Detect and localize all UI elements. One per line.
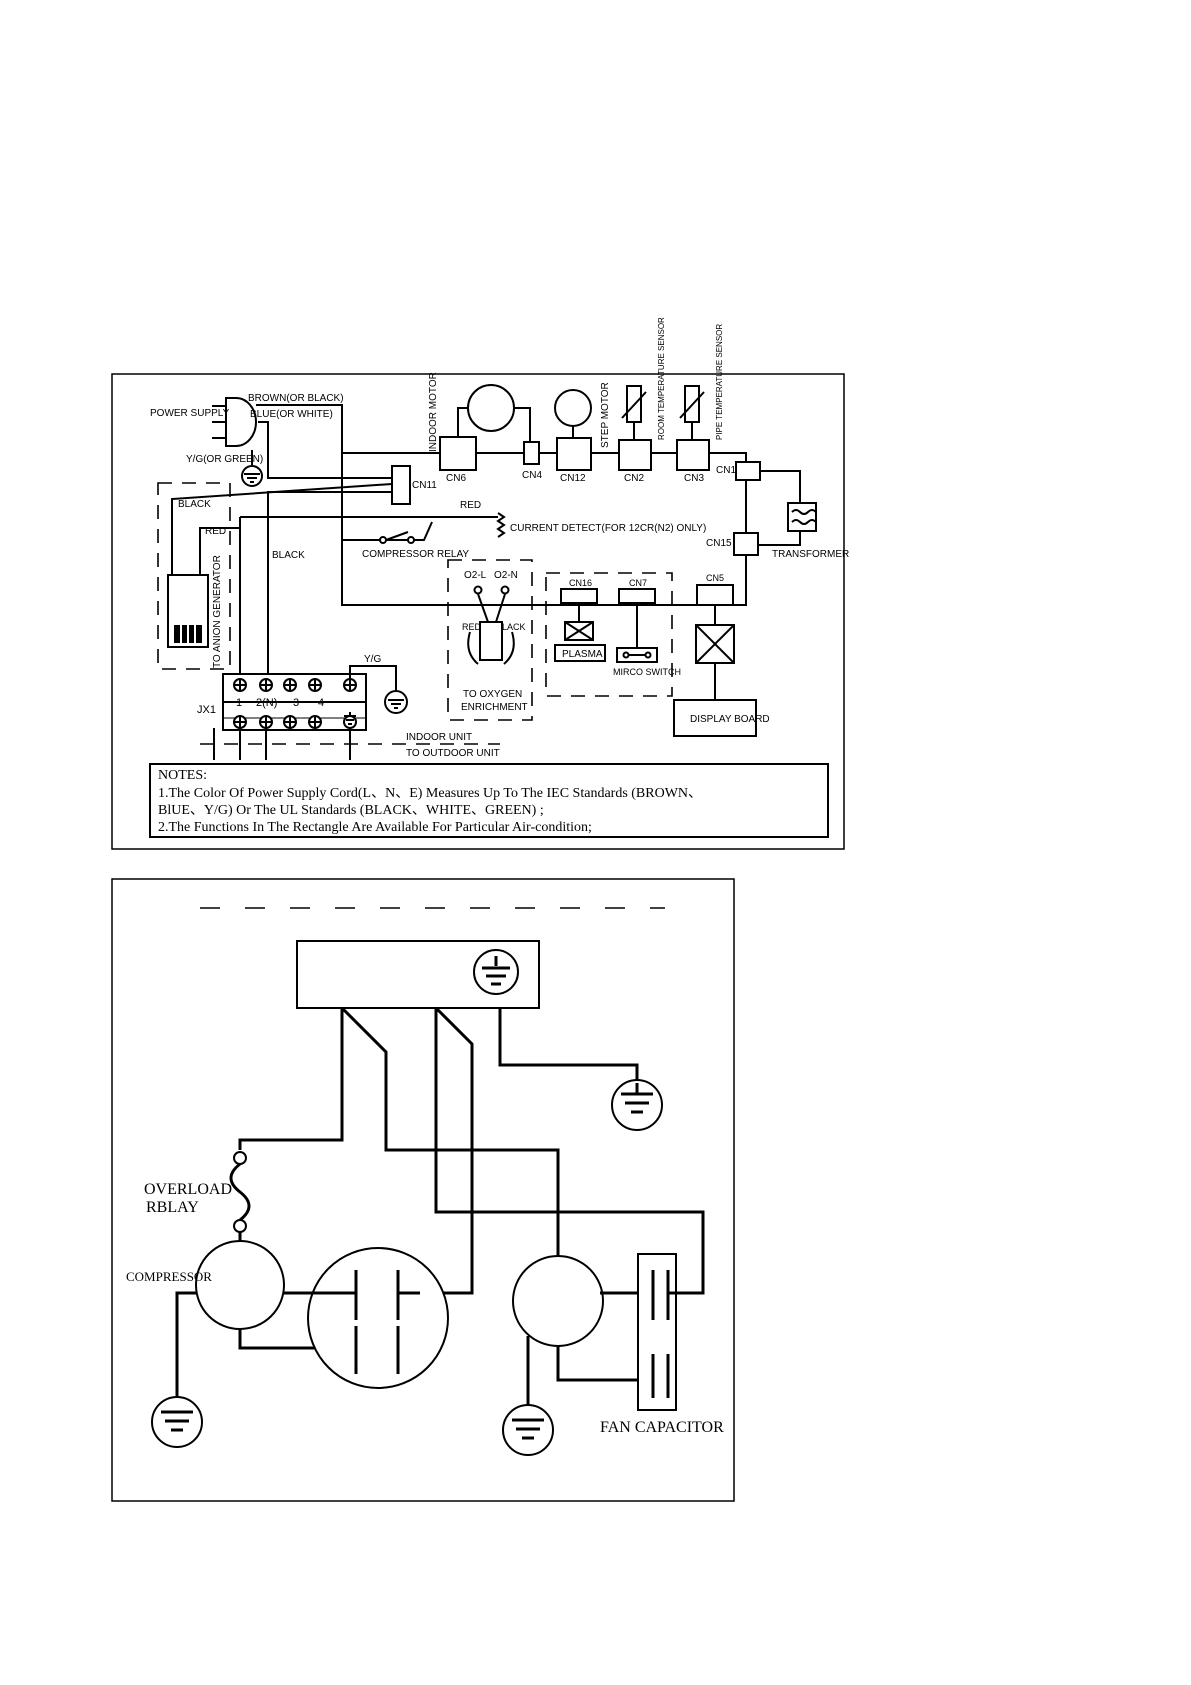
red-label-1: RED [205, 526, 226, 537]
overload-label-2: RBLAY [146, 1199, 199, 1216]
compressor-label: COMPRESSOR [126, 1269, 212, 1284]
cn11-connector [391, 465, 411, 505]
micro-switch-label: MIRCO SWITCH [613, 667, 681, 677]
cn5-label: CN5 [706, 573, 724, 583]
room-sensor-label: ROOM TEMPERATURE SENSOR [657, 317, 666, 440]
display-board [673, 699, 757, 737]
plasma-area [545, 572, 673, 697]
cn7-label: CN7 [629, 578, 647, 588]
jx1-label: JX1 [197, 704, 216, 716]
anion-label: TO ANION GENERATOR [212, 555, 223, 668]
terminal-1-label: 1 [236, 697, 242, 709]
enrichment-label: ENRICHMENT [461, 702, 528, 713]
indoor-frame [111, 373, 845, 850]
terminal-3-label: 3 [293, 697, 299, 709]
cn3-connector [676, 439, 710, 471]
cn4-label: CN4 [522, 470, 542, 481]
indoor-motor-icon [467, 384, 515, 432]
cn2-connector [618, 439, 652, 471]
current-detect-coil [496, 512, 506, 538]
indoor-motor-label: INDOOR MOTOR [428, 372, 439, 452]
ground-icon [384, 690, 408, 714]
oxygen-area [447, 559, 533, 721]
cn11-label: CN11 [412, 480, 437, 491]
ground-icon [241, 465, 263, 487]
power-plug-icon [225, 397, 257, 447]
cn4-connector [523, 441, 540, 465]
terminal-screws-bottom [233, 712, 357, 729]
fan-capacitor-label: FAN CAPACITOR [600, 1419, 724, 1436]
brown-black-label: BROWN(OR BLACK) [248, 393, 344, 404]
outdoor-frame [111, 878, 735, 1502]
indoor-unit-label: INDOOR UNIT [406, 732, 472, 743]
plasma-box [554, 644, 606, 662]
cn12-label: CN12 [560, 473, 586, 484]
cn15-label: CN15 [706, 538, 732, 549]
yg-label: Y/G [364, 654, 381, 665]
black-label-1: BLACK [178, 499, 211, 510]
note-1b: BlUE、Y/G) Or The UL Standards (BLACK、WHI… [158, 803, 544, 818]
overload-label-1: OVERLOAD [144, 1181, 232, 1198]
to-oxygen-label: TO OXYGEN [463, 689, 522, 700]
ground-icon [473, 949, 519, 995]
red-label-2: RED [460, 500, 481, 511]
blue-white-label: BLUE(OR WHITE) [250, 409, 333, 420]
note-1a: 1.The Color Of Power Supply Cord(L、N、E) … [158, 786, 702, 801]
current-detect-label: CURRENT DETECT(FOR 12CR(N2) ONLY) [510, 523, 706, 534]
step-motor-label: STEP MOTOR [600, 382, 611, 448]
transformer-label: TRANSFORMER [772, 549, 849, 560]
oxygen-unit-icon [479, 621, 503, 661]
cn3-label: CN3 [684, 473, 704, 484]
power-supply-label: POWER SUPPLY [150, 408, 230, 419]
main-control-board [341, 452, 747, 606]
cn15-connector [733, 532, 759, 556]
fan-capacitor-icon [637, 1253, 677, 1411]
indoor-wiring-diagram: POWER SUPPLY BROWN(OR BLACK) BLUE(OR WHI… [111, 317, 849, 850]
cn5-connector [696, 584, 734, 606]
cn16-connector [560, 588, 598, 604]
to-outdoor-label: TO OUTDOOR UNIT [406, 748, 500, 759]
step-motor-icon [554, 389, 592, 427]
yg-green-label: Y/G(OR GREEN) [186, 454, 263, 465]
display-board-label: DISPLAY BOARD [690, 714, 770, 725]
o2l-label: O2-L [464, 570, 487, 581]
cn1-connector [735, 461, 761, 481]
o2-black-label: BLACK [496, 622, 526, 632]
black-label-2: BLACK [272, 550, 305, 561]
terminal-4-label: 4 [318, 697, 324, 709]
o2n-label: O2-N [494, 570, 518, 581]
cn2-label: CN2 [624, 473, 644, 484]
note-2: 2.The Functions In The Rectangle Are Ava… [158, 820, 592, 835]
notes-title: NOTES: [158, 768, 207, 783]
o2-red-label: RED [462, 622, 482, 632]
plasma-label: PLASMA [562, 649, 603, 660]
pipe-sensor-label: PIPE TEMPERATURE SENSOR [715, 324, 724, 440]
cn7-connector [618, 588, 656, 604]
compressor-icon [195, 1240, 285, 1330]
compressor-relay-label: COMPRESSOR RELAY [362, 549, 469, 560]
terminal-screws-top [233, 678, 357, 692]
transformer-icon [787, 502, 817, 532]
terminal-2-label: 2(N) [256, 697, 277, 709]
cn6-connector [439, 436, 477, 471]
compressor-capacitor-icon [307, 1247, 449, 1389]
cn16-label: CN16 [569, 578, 592, 588]
cn12-connector [556, 437, 592, 471]
cn6-label: CN6 [446, 473, 466, 484]
anion-area [157, 482, 231, 670]
fan-motor-icon [512, 1255, 604, 1347]
outdoor-wiring-diagram: OVERLOAD RBLAY COMPRESSOR [111, 878, 735, 1502]
cn1-label: CN1 [716, 465, 736, 476]
notes-box [149, 763, 829, 838]
